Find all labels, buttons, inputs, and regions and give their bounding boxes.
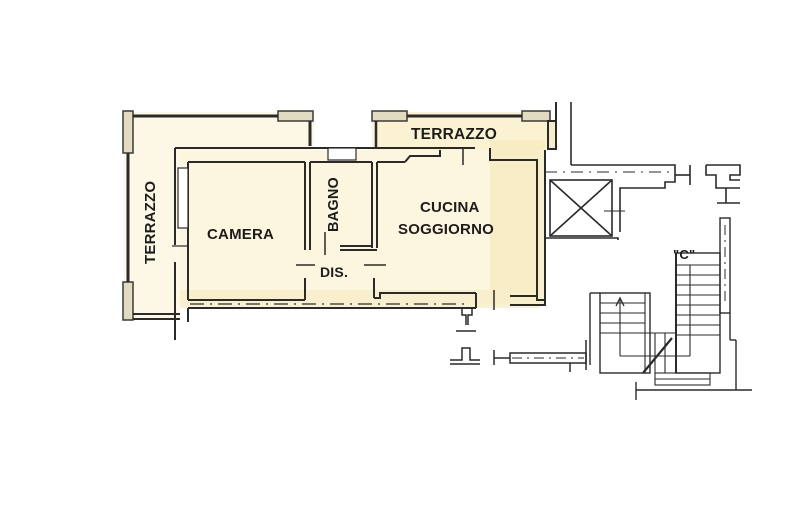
room-label-soggiorno: SOGGIORNO [398,221,494,238]
room-label-terrazzo-left: TERRAZZO [142,180,159,264]
room-label-cucina: CUCINA [420,199,480,216]
apartment-tint [124,112,550,320]
room-label-dis: DIS. [320,264,349,280]
room-label-terrazzo-top: TERRAZZO [411,126,497,143]
staircase [589,217,752,400]
pillars [450,308,587,372]
room-label-camera: CAMERA [207,226,275,243]
common-area [545,102,741,240]
room-label-bagno: BAGNO [326,177,342,232]
stair-label: "C" [673,247,696,262]
walls [122,102,557,340]
